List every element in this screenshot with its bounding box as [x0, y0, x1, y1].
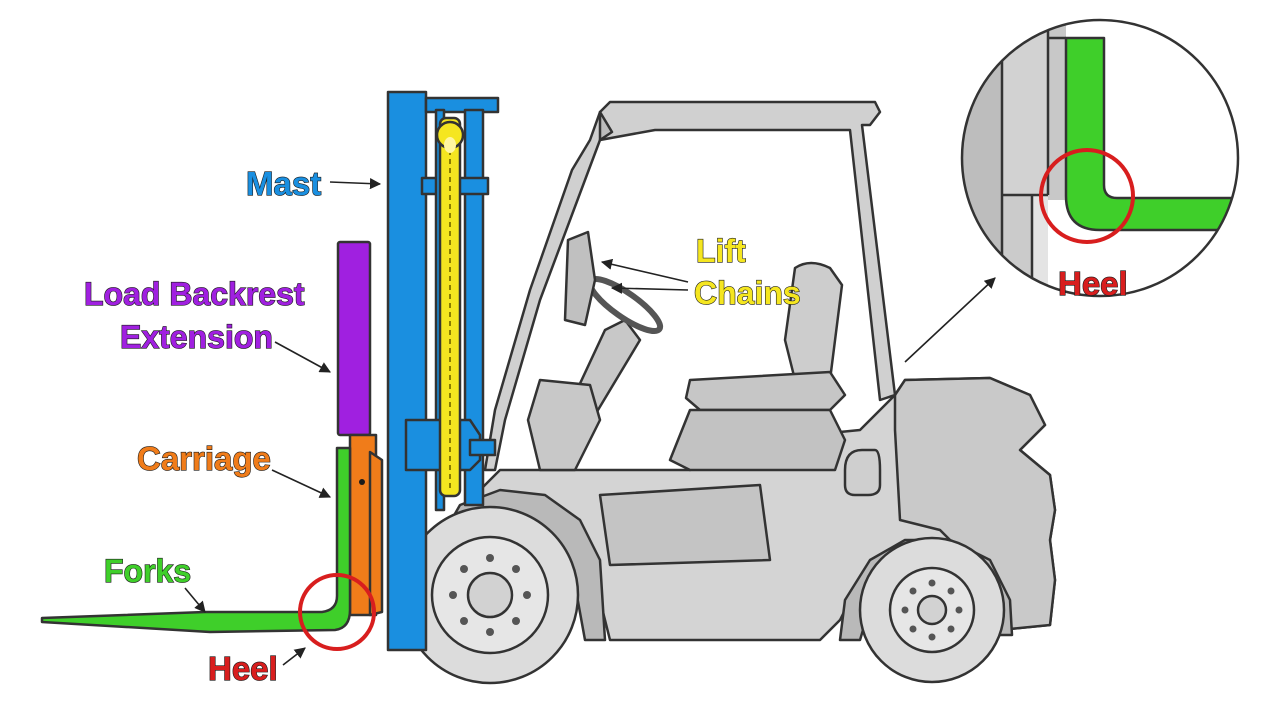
lift-chains-arrow-upper [600, 258, 689, 283]
steering-assembly [526, 230, 664, 472]
lift-chains-label-line2: Chains [694, 275, 801, 311]
heel-detail-highlight [1039, 148, 1135, 244]
side-step [598, 483, 772, 567]
lift-chains-label-line1: Lift [696, 233, 746, 269]
leader-arrows [184, 178, 996, 666]
mast-label: Mast [246, 165, 321, 202]
heel-label: Heel [208, 650, 278, 687]
fuel-door [843, 448, 882, 497]
lift-chains-arrow-lower [610, 282, 689, 294]
rear-wheel [858, 536, 1006, 684]
forks-label: Forks [104, 553, 191, 589]
operator-seat [668, 261, 847, 472]
load-backrest-arrow [274, 341, 331, 373]
carriage [348, 433, 384, 617]
heel-arrow [282, 647, 306, 666]
overhead-guard [483, 100, 897, 472]
counterweight [893, 376, 1057, 632]
front-wheel [400, 505, 580, 685]
load-backrest-extension [336, 240, 372, 437]
forks [40, 446, 352, 634]
load-backrest-label-line2: Extension [120, 319, 273, 355]
load-backrest-label-line1: Load Backrest [84, 276, 305, 312]
heel-highlight [298, 573, 376, 651]
mast [386, 90, 500, 652]
labels: Mast Load Backrest Extension Carriage Fo… [83, 164, 1128, 687]
heel-detail-inset [960, 18, 1240, 298]
forks-arrow [184, 587, 206, 613]
carriage-arrow [271, 469, 332, 498]
detail-arrow [904, 277, 996, 363]
carriage-label: Carriage [137, 440, 271, 477]
mast-arrow [329, 178, 382, 190]
lift-chains [435, 116, 465, 498]
heel-detail-label: Heel [1058, 265, 1128, 302]
